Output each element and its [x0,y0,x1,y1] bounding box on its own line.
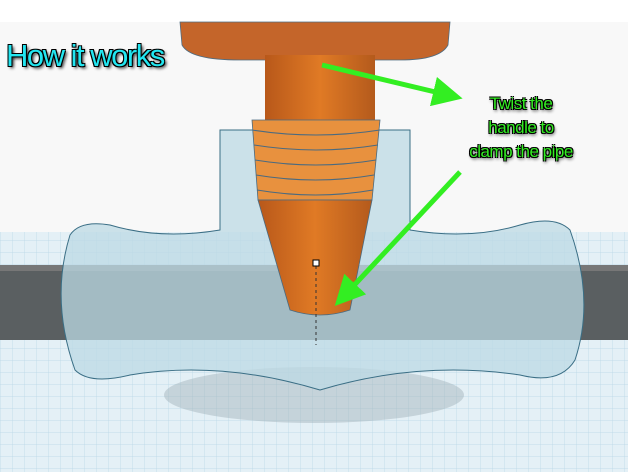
handle-knob [179,21,451,61]
pointer-arrow-1 [321,62,463,107]
title-how-it-works: How it works [6,38,165,73]
annotation-line: clamp the pipe [469,142,573,161]
annotation-line: handle to [488,118,554,137]
annotation-text: Twist the handle to clamp the pipe [436,92,606,164]
shadow [164,367,464,423]
handle-shaft [265,55,375,120]
pointer-arrow-2 [334,170,462,306]
annotation-line: Twist the [489,94,553,113]
control-handle[interactable] [312,259,320,267]
